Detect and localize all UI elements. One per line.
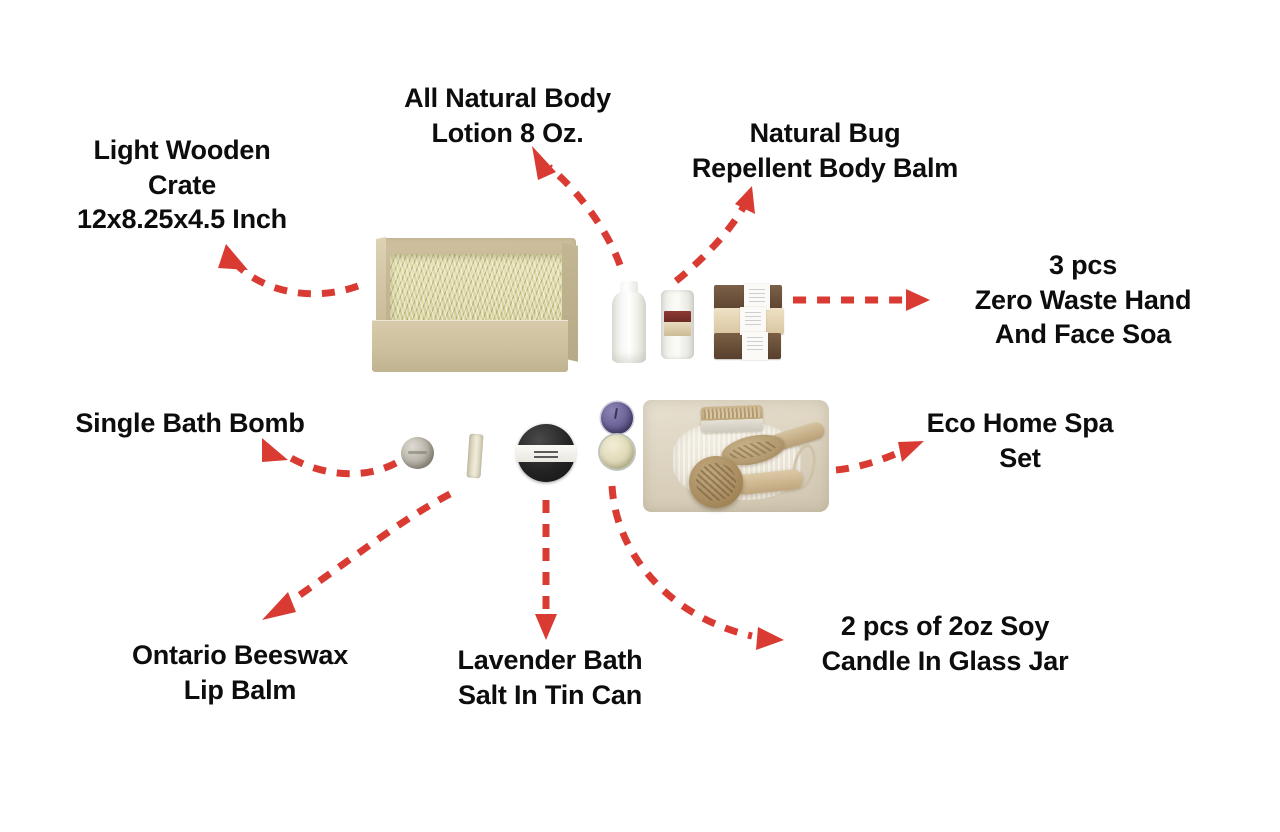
callout-label-single-bath-bomb: Single Bath Bomb bbox=[75, 408, 305, 438]
lavender-candle-jar bbox=[601, 402, 633, 434]
callout-label-ontario-beeswax-lip-balm: Ontario Beeswax Lip Balm bbox=[131, 640, 349, 705]
arrow-natural-bug-repellent-body-balm bbox=[673, 186, 755, 284]
callout-label-eco-home-spa-set: Eco Home Spa Set bbox=[926, 408, 1114, 473]
product-bath-salt-tin bbox=[516, 424, 576, 482]
product-bath-bomb bbox=[401, 437, 434, 469]
bath-salt-tin-label bbox=[516, 445, 576, 462]
arrow-lavender-bath-salt-in-tin-can bbox=[535, 500, 557, 640]
callout-label-all-natural-body-lotion: All Natural Body Lotion 8 Oz. bbox=[404, 83, 611, 148]
callout-label-zero-waste-hand-and-face-soap: 3 pcs Zero Waste Hand And Face Soa bbox=[974, 250, 1192, 350]
product-candle-jars bbox=[600, 402, 634, 474]
product-soap-stack bbox=[714, 284, 784, 361]
crate-paper-filler bbox=[390, 254, 568, 328]
callout-label-lavender-bath-salt-in-tin-can: Lavender Bath Salt In Tin Can bbox=[457, 645, 643, 710]
callout-label-soy-candle-in-glass-jar: 2 pcs of 2oz Soy Candle In Glass Jar bbox=[821, 611, 1069, 676]
product-eco-spa-set bbox=[643, 392, 829, 518]
soap-wrapper-label bbox=[740, 307, 766, 335]
soap-wrapper-label bbox=[744, 284, 770, 310]
callout-label-natural-bug-repellent-body-balm: Natural Bug Repellent Body Balm bbox=[691, 118, 959, 183]
product-lip-balm-tube bbox=[466, 433, 484, 479]
arrow-light-wooden-crate bbox=[218, 244, 360, 298]
cream-candle-jar bbox=[600, 435, 634, 469]
balm-jar-label bbox=[664, 311, 691, 336]
product-balm-jar bbox=[661, 290, 694, 359]
arrow-zero-waste-hand-and-face-soap bbox=[792, 289, 930, 311]
arrow-single-bath-bomb bbox=[262, 438, 398, 478]
lotion-bottle-body bbox=[612, 292, 646, 363]
product-wooden-crate bbox=[372, 237, 580, 380]
spa-nail-brush bbox=[700, 404, 764, 434]
crate-front-panel bbox=[372, 320, 568, 372]
arrow-ontario-beeswax-lip-balm bbox=[262, 490, 452, 620]
callout-label-light-wooden-crate: Light Wooden Crate 12x8.25x4.5 Inch bbox=[77, 135, 287, 235]
crate-left-panel bbox=[376, 237, 386, 329]
spa-round-brush bbox=[689, 456, 743, 508]
lotion-bottle-cap bbox=[620, 281, 638, 294]
soap-wrapper-label bbox=[742, 332, 768, 360]
product-lotion-bottle bbox=[612, 281, 646, 363]
